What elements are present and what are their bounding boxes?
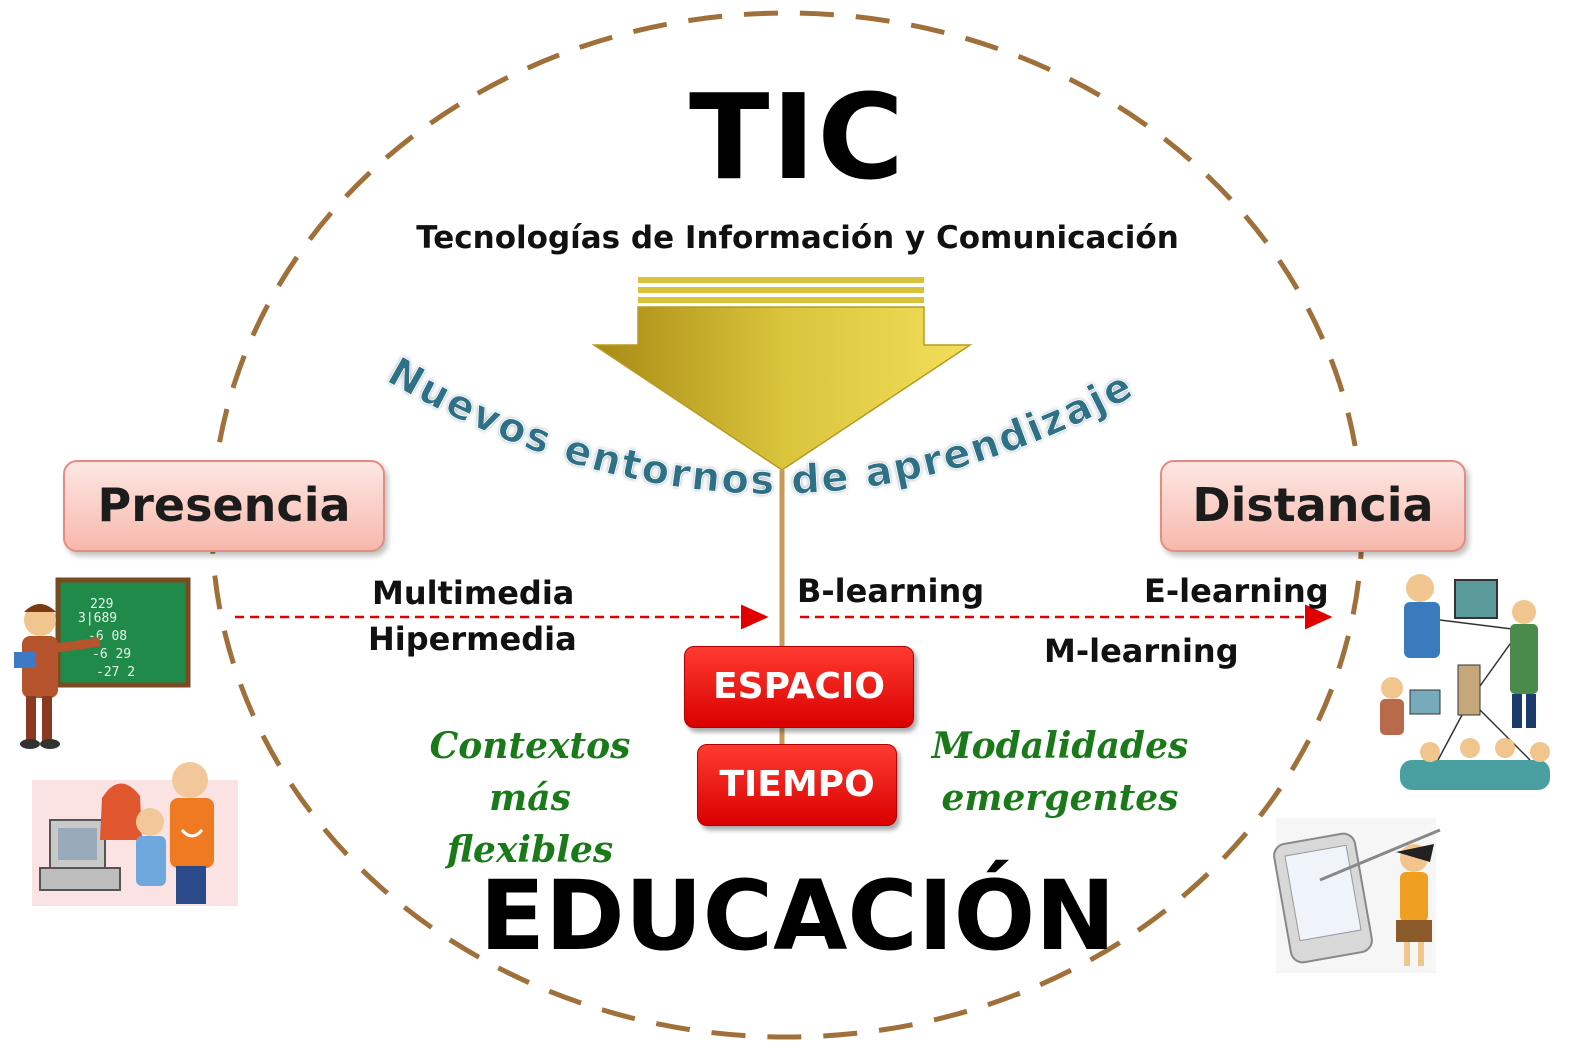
subtitle: Tecnologías de Información y Comunicació… (416, 220, 1179, 256)
svg-text:-6 29: -6 29 (92, 647, 131, 662)
title-tic: TIC (689, 68, 906, 206)
business-network-icon (1380, 574, 1550, 790)
note-modalidades-line2: emergentes (941, 777, 1179, 819)
label-e-learning: E-learning (1144, 572, 1329, 610)
note-contextos: Contextos más flexibles (400, 720, 660, 876)
label-b-learning: B-learning (797, 572, 985, 610)
note-contextos-line1: Contextos (429, 725, 631, 767)
gold-down-arrow (591, 277, 973, 471)
label-m-learning: M-learning (1044, 632, 1239, 670)
svg-text:-27 2: -27 2 (96, 665, 135, 680)
students-computer-icon (32, 762, 238, 906)
teacher-blackboard-icon: 229 3|689 -6 08 -6 29 -27 2 (14, 577, 191, 749)
label-multimedia: Multimedia (372, 574, 575, 612)
svg-text:3|689: 3|689 (78, 611, 117, 626)
distancia-box: Distancia (1160, 460, 1466, 552)
note-modalidades-line1: Modalidades (931, 725, 1189, 767)
note-modalidades: Modalidades emergentes (930, 720, 1190, 824)
presencia-box: Presencia (63, 460, 385, 552)
note-contextos-line2: más flexibles (446, 777, 614, 871)
svg-text:229: 229 (90, 597, 113, 612)
tablet-user-icon (1273, 818, 1441, 973)
label-hipermedia: Hipermedia (368, 620, 577, 658)
tiempo-box: TIEMPO (697, 744, 897, 826)
espacio-box: ESPACIO (684, 646, 914, 728)
title-educacion: EDUCACIÓN (479, 860, 1116, 972)
